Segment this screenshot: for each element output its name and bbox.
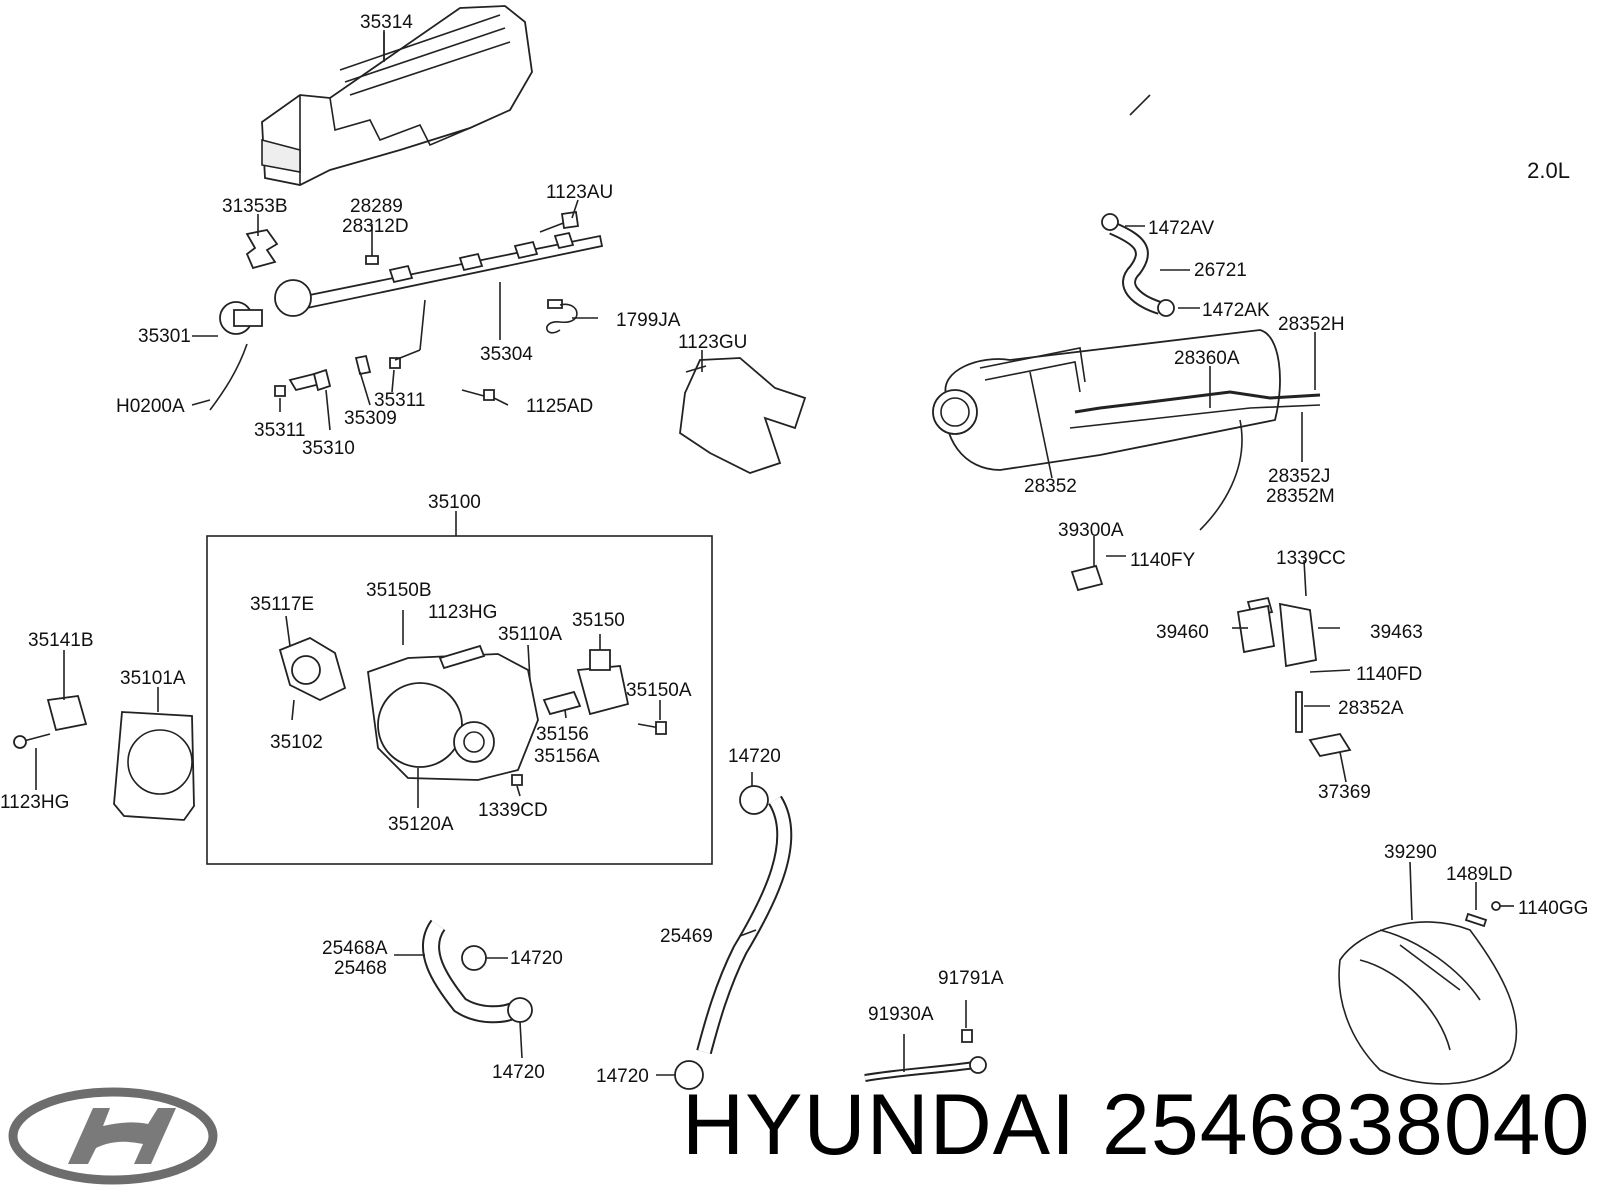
label-35150B: 35150B <box>366 580 432 601</box>
label-14720-c: 14720 <box>492 1062 545 1083</box>
label-1799JA: 1799JA <box>616 310 681 331</box>
label-28352A: 28352A <box>1338 698 1404 719</box>
brand-name: HYUNDAI <box>682 1077 1077 1173</box>
label-35310: 35310 <box>302 438 355 459</box>
fuel-rail-drawing <box>209 210 807 474</box>
gasket-drawing <box>13 650 195 821</box>
label-1123HG-outer: 1123HG <box>0 792 69 813</box>
label-1140FD: 1140FD <box>1356 664 1422 685</box>
label-1339CC: 1339CC <box>1276 548 1346 569</box>
label-25469: 25469 <box>660 926 713 947</box>
label-1140FY: 1140FY <box>1130 550 1195 571</box>
label-1123AU: 1123AU <box>546 182 613 203</box>
label-28352J: 28352J <box>1268 466 1330 487</box>
harness-drawing <box>1338 861 1518 1085</box>
manifold-drawing <box>932 94 1321 531</box>
label-91791A: 91791A <box>938 968 1004 989</box>
label-1123GU: 1123GU <box>678 332 747 353</box>
hyundai-logo <box>8 1087 218 1185</box>
label-35311-a: 35311 <box>254 420 305 441</box>
label-35102: 35102 <box>270 732 323 753</box>
label-14720-d: 14720 <box>596 1066 649 1087</box>
label-1125AD: 1125AD <box>526 396 593 417</box>
label-31353B: 31353B <box>222 196 288 217</box>
label-35311-b: 35311 <box>374 390 425 411</box>
label-35309: 35309 <box>344 408 397 429</box>
label-H0200A: H0200A <box>116 396 185 417</box>
rocker-cover-drawing <box>261 5 533 186</box>
leaders-upper-left <box>191 32 703 431</box>
label-35120A: 35120A <box>388 814 454 835</box>
label-35156A: 35156A <box>534 746 600 767</box>
label-39463: 39463 <box>1370 622 1423 643</box>
label-28289: 28289 <box>350 196 403 217</box>
label-35304: 35304 <box>480 344 533 365</box>
label-39300A: 39300A <box>1058 520 1124 541</box>
engine-size-label: 2.0L <box>1527 158 1570 183</box>
label-25468: 25468 <box>334 958 387 979</box>
label-35141B: 35141B <box>28 630 94 651</box>
part-labels: 35314 31353B 28289 28312D 1123AU 35301 3… <box>0 12 1588 1087</box>
label-1339CD: 1339CD <box>478 800 548 821</box>
part-number: 2546838040 <box>1102 1077 1591 1173</box>
label-35110A: 35110A <box>498 624 562 645</box>
label-14720-a: 14720 <box>728 746 781 767</box>
label-25468A: 25468A <box>322 938 388 959</box>
label-28352H: 28352H <box>1278 314 1345 335</box>
label-28312D: 28312D <box>342 216 409 237</box>
label-28352: 28352 <box>1024 476 1077 497</box>
label-14720-b: 14720 <box>510 948 563 969</box>
label-37369: 37369 <box>1318 782 1371 803</box>
label-39460: 39460 <box>1156 622 1209 643</box>
label-28360A: 28360A <box>1174 348 1240 369</box>
hoses-drawing <box>394 772 987 1090</box>
label-35117E: 35117E <box>250 594 314 615</box>
label-1489LD: 1489LD <box>1446 864 1513 885</box>
label-35301: 35301 <box>138 326 191 347</box>
label-35314: 35314 <box>360 12 413 33</box>
label-1472AK: 1472AK <box>1202 300 1270 321</box>
label-1140GG: 1140GG <box>1518 898 1588 919</box>
label-1472AV: 1472AV <box>1148 218 1215 239</box>
throttle-body-group <box>206 511 713 865</box>
label-35150: 35150 <box>572 610 625 631</box>
label-91930A: 91930A <box>868 1004 934 1025</box>
label-35150A: 35150A <box>626 680 692 701</box>
label-35100: 35100 <box>428 492 481 513</box>
label-28352M: 28352M <box>1266 486 1335 507</box>
label-35156: 35156 <box>536 724 589 745</box>
label-39290: 39290 <box>1384 842 1437 863</box>
right-components-drawing <box>1070 536 1352 783</box>
label-1123HG-inner: 1123HG <box>428 602 497 623</box>
label-35101A: 35101A <box>120 668 186 689</box>
label-26721: 26721 <box>1194 260 1247 281</box>
